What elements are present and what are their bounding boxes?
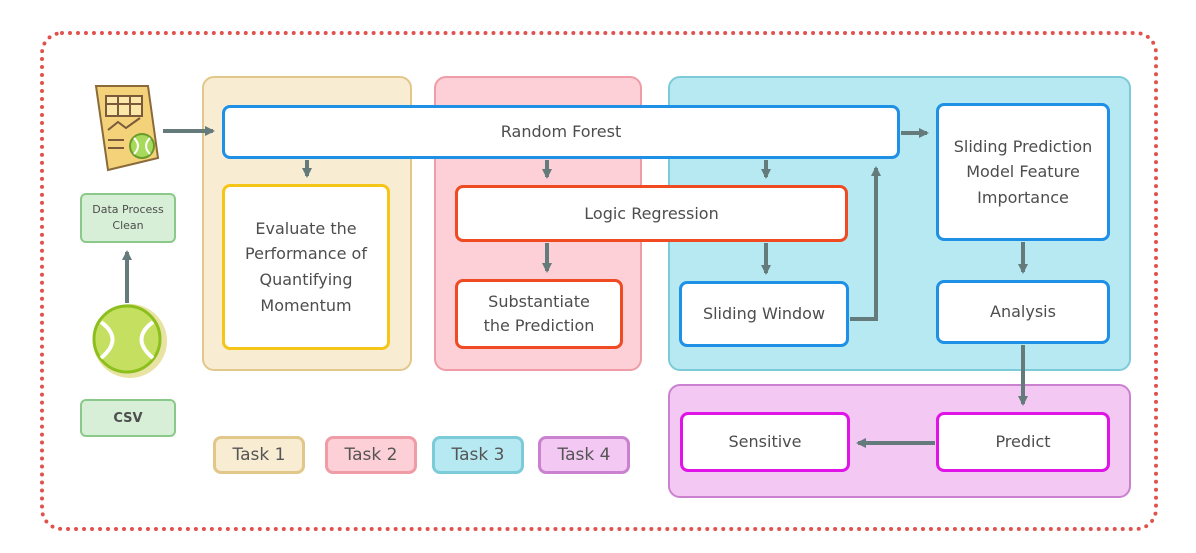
logic-regression-label: Logic Regression: [584, 203, 719, 223]
legend-task1: Task 1: [213, 436, 305, 474]
csv-box: CSV: [80, 399, 176, 437]
predict-box: Predict: [936, 412, 1110, 472]
sliding-window-box: Sliding Window: [679, 281, 849, 347]
random-forest-box: Random Forest: [222, 105, 900, 159]
legend-task4: Task 4: [538, 436, 630, 474]
legend-task3-label: Task 3: [451, 445, 505, 465]
document-chart-icon: [94, 85, 160, 172]
substantiate-label: Substantiate the Prediction: [483, 292, 595, 335]
arrow-sliding-window-to-rf: [850, 166, 881, 321]
predict-label: Predict: [995, 432, 1051, 452]
legend-task4-label: Task 4: [557, 445, 611, 465]
outer-frame: [40, 31, 1158, 531]
sensitive-box: Sensitive: [680, 412, 850, 472]
legend-task2: Task 2: [325, 436, 417, 474]
substantiate-box: Substantiate the Prediction: [455, 279, 623, 349]
legend-task2-label: Task 2: [344, 445, 398, 465]
evaluate-box: Evaluate the Performance of Quantifying …: [222, 184, 390, 350]
sliding-prediction-box: Sliding Prediction Model Feature Importa…: [936, 103, 1110, 241]
data-process-label: Data Process Clean: [92, 202, 164, 233]
sensitive-label: Sensitive: [728, 432, 802, 452]
sliding-window-label: Sliding Window: [702, 304, 826, 324]
random-forest-label: Random Forest: [500, 122, 622, 142]
analysis-box: Analysis: [936, 280, 1110, 344]
evaluate-label: Evaluate the Performance of Quantifying …: [245, 218, 367, 315]
legend-task3: Task 3: [432, 436, 524, 474]
sliding-prediction-label: Sliding Prediction Model Feature Importa…: [953, 136, 1093, 207]
legend-task1-label: Task 1: [232, 445, 286, 465]
csv-label: CSV: [113, 410, 143, 426]
analysis-label: Analysis: [990, 302, 1056, 322]
logic-regression-box: Logic Regression: [455, 185, 848, 242]
tennis-ball-icon: [92, 304, 167, 378]
data-process-box: Data Process Clean: [80, 193, 176, 243]
